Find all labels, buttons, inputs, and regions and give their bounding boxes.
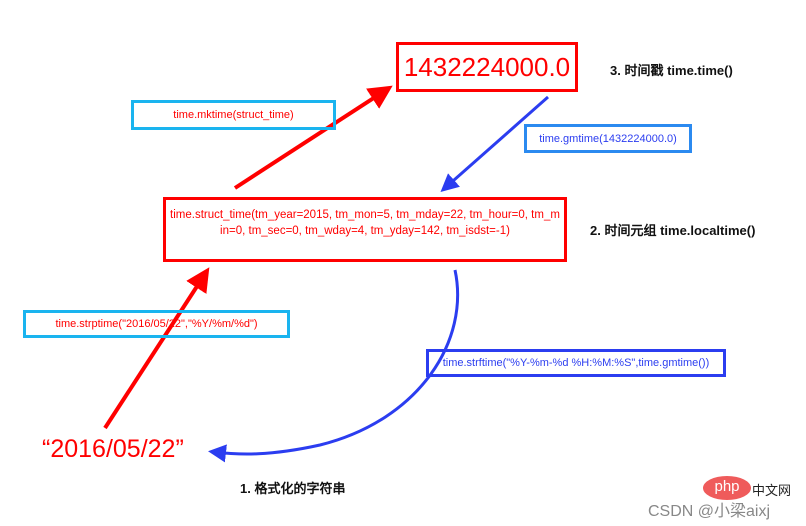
struct-time-label: 2. 时间元组 time.localtime() <box>590 223 756 238</box>
gmtime-box: time.gmtime(1432224000.0) <box>524 124 692 153</box>
strptime-box: time.strptime("2016/05/22","%Y/%m/%d") <box>23 310 290 338</box>
watermark-text: CSDN @小梁aixj <box>648 503 771 520</box>
struct-time-box: time.struct_time(tm_year=2015, tm_mon=5,… <box>163 197 567 262</box>
arrow-gmtime <box>440 95 549 192</box>
arrow-strptime <box>103 267 210 430</box>
strftime-box: time.strftime("%Y-%m-%d %H:%M:%S",time.g… <box>426 349 726 377</box>
php-logo-text: 中文网 <box>752 483 792 498</box>
php-logo: php <box>703 476 751 500</box>
string-label: 1. 格式化的字符串 <box>240 481 346 496</box>
mktime-box: time.mktime(struct_time) <box>131 100 336 130</box>
timestamp-label: 3. 时间戳 time.time() <box>610 63 733 78</box>
timestamp-box: 1432224000.0 <box>396 42 578 92</box>
arrow-mktime <box>233 85 393 190</box>
arrow-strftime <box>208 269 460 463</box>
date-string: “2016/05/22” <box>42 435 184 463</box>
